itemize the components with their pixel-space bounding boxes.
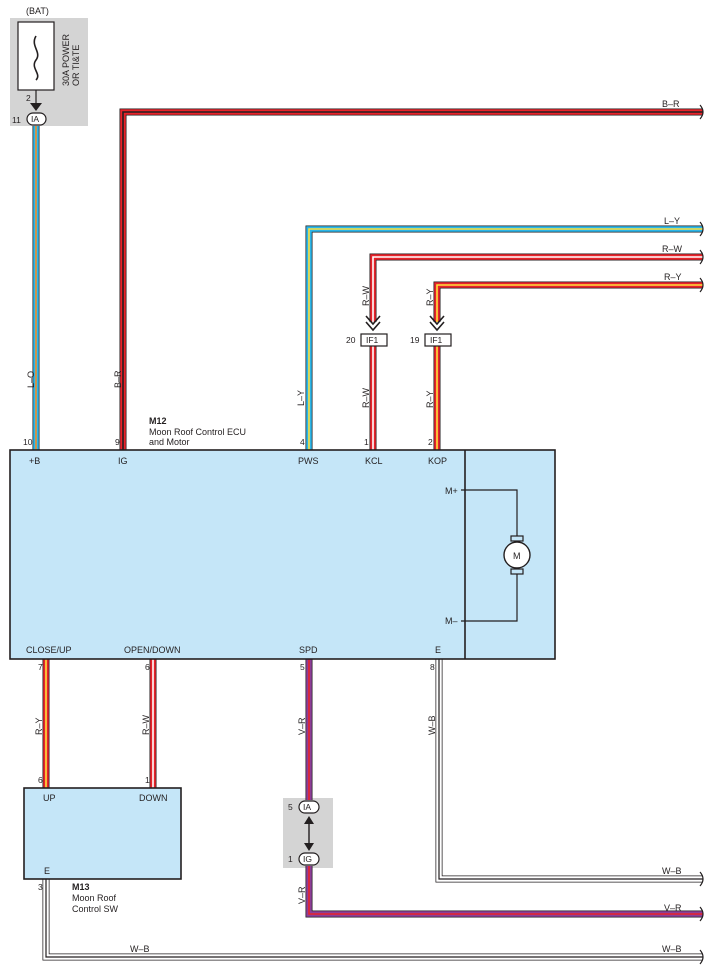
sw-pin-num-down: 1 xyxy=(145,775,150,785)
motor-m-minus: M– xyxy=(445,616,458,626)
fuse-symbol xyxy=(33,35,39,81)
wire-code-v-r-right: V–R xyxy=(664,903,682,913)
wire-w-b-ecu-e xyxy=(435,659,703,883)
motor-brush-top xyxy=(510,535,524,542)
wire-code-w-b-e: W–B xyxy=(427,715,437,735)
ia-label-top: IA xyxy=(31,114,39,124)
ecu-pin-num-e: 8 xyxy=(430,662,435,672)
motor-m-plus: M+ xyxy=(445,486,458,496)
wire-l-y xyxy=(305,225,703,450)
fuse-arrow xyxy=(30,103,42,111)
wire-code-v-r-spd-lower: V–R xyxy=(297,886,307,904)
wire-code-r-w-right: R–W xyxy=(662,244,683,254)
wire-code-r-y-close: R–Y xyxy=(34,717,44,735)
spd-splice-arrow-down-icon xyxy=(304,843,314,851)
motor: M+ M– M xyxy=(445,486,531,626)
wire-code-r-y-kop-lower: R–Y xyxy=(425,390,435,408)
spd-splice-arrow-up-icon xyxy=(304,816,314,824)
ecu-pin-name-b: +B xyxy=(29,456,40,466)
if1-kcl-label: IF1 xyxy=(366,335,379,345)
ecu-pin-name-ig: IG xyxy=(118,456,128,466)
spd-ia-connector xyxy=(298,800,320,814)
sw-pin-name-down: DOWN xyxy=(139,793,168,803)
wire-code-w-b-bottom: W–B xyxy=(130,944,150,954)
ia-pin-top: 11 xyxy=(12,115,21,125)
if1-kcl-connector: IF1 20 xyxy=(346,315,388,347)
spd-ia-pin: 5 xyxy=(288,802,293,812)
ecu-pin-name-pws: PWS xyxy=(298,456,319,466)
ecu-pin-num-b: 10 xyxy=(23,437,33,447)
sw-pin-name-up: UP xyxy=(43,793,56,803)
ecu-pin-name-spd: SPD xyxy=(299,645,318,655)
if1-kop-label: IF1 xyxy=(430,335,443,345)
motor-lead xyxy=(461,489,518,622)
ia-connector-top xyxy=(26,112,47,126)
fuse-pin: 2 xyxy=(26,93,31,103)
ecu-pin-name-open: OPEN/DOWN xyxy=(124,645,181,655)
sw-name-line2: Control SW xyxy=(72,904,119,914)
sw-name-line1: Moon Roof xyxy=(72,893,117,903)
wire-code-r-y-kop-upper: R–Y xyxy=(425,288,435,306)
ecu-name-line2: and Motor xyxy=(149,437,190,447)
motor-icon xyxy=(503,541,531,569)
ecu-pin-num-kcl: 1 xyxy=(364,437,369,447)
if1-kop-box xyxy=(424,333,452,347)
ecu-pin-num-kop: 2 xyxy=(428,437,433,447)
ecu-pin-name-close: CLOSE/UP xyxy=(26,645,72,655)
spd-ig-pin: 1 xyxy=(288,854,293,864)
ecu-name-line1: Moon Roof Control ECU xyxy=(149,427,246,437)
sw-pin-num-up: 6 xyxy=(38,775,43,785)
wire-code-l-y-right: L–Y xyxy=(664,216,680,226)
sw-box xyxy=(23,787,182,880)
fuse-label-2: OR TI&TE xyxy=(71,45,81,86)
if1-kcl-pin: 20 xyxy=(346,335,356,345)
wire-code-r-y-right: R–Y xyxy=(664,272,682,282)
wire-v-r-right xyxy=(305,866,703,918)
fuse-label-1: 30A POWER xyxy=(61,33,71,86)
wire-code-b-r-vertical: B–R xyxy=(113,370,123,388)
if1-kop-pin: 19 xyxy=(410,335,420,345)
if1-kcl-chevron-icon xyxy=(365,315,381,332)
wire-code-w-b-right-lower: W–B xyxy=(662,944,682,954)
spd-ig-label: IG xyxy=(303,854,312,864)
wire-break-marks xyxy=(699,104,704,965)
wire-code-l-y-vertical: L–Y xyxy=(296,390,306,406)
ecu-pin-num-close: 7 xyxy=(38,662,43,672)
wire-code-r-w-kcl-upper: R–W xyxy=(361,285,371,306)
bat-label: (BAT) xyxy=(26,6,49,16)
wire-r-y-kop-upper xyxy=(433,281,703,322)
spd-ia-label: IA xyxy=(303,802,311,812)
ecu-pin-num-open: 6 xyxy=(145,662,150,672)
motor-label: M xyxy=(513,551,521,561)
spd-ig-connector xyxy=(298,852,320,866)
sw-code: M13 xyxy=(72,882,90,892)
ecu-box xyxy=(9,449,556,660)
sw-pin-num-e: 3 xyxy=(38,882,43,892)
wire-code-v-r-spd-upper: V–R xyxy=(297,717,307,735)
ecu-code: M12 xyxy=(149,416,167,426)
if1-kcl-box xyxy=(360,333,388,347)
wire-code-r-w-kcl-lower: R–W xyxy=(361,387,371,408)
wire-b-r xyxy=(119,108,703,450)
ecu-pin-name-e: E xyxy=(435,645,441,655)
wire-code-b-r-right: B–R xyxy=(662,99,680,109)
wire-code-w-b-right-upper: W–B xyxy=(662,866,682,876)
ecu-pin-num-pws: 4 xyxy=(300,437,305,447)
ecu-pin-num-ig: 9 xyxy=(115,437,120,447)
ecu-pin-num-spd: 5 xyxy=(300,662,305,672)
if1-kop-chevron-icon xyxy=(429,315,445,332)
ecu-pin-name-kcl: KCL xyxy=(365,456,383,466)
wire-code-r-w-open: R–W xyxy=(141,714,151,735)
if1-kop-connector: IF1 19 xyxy=(410,315,452,347)
motor-brush-bottom xyxy=(510,568,524,575)
wire-w-b-sw-e xyxy=(42,879,703,961)
ecu-pin-name-kop: KOP xyxy=(428,456,447,466)
wire-r-w-kcl-upper xyxy=(369,253,703,322)
sw-pin-name-e: E xyxy=(44,866,50,876)
wire-code-l-o: L–O xyxy=(26,371,36,388)
